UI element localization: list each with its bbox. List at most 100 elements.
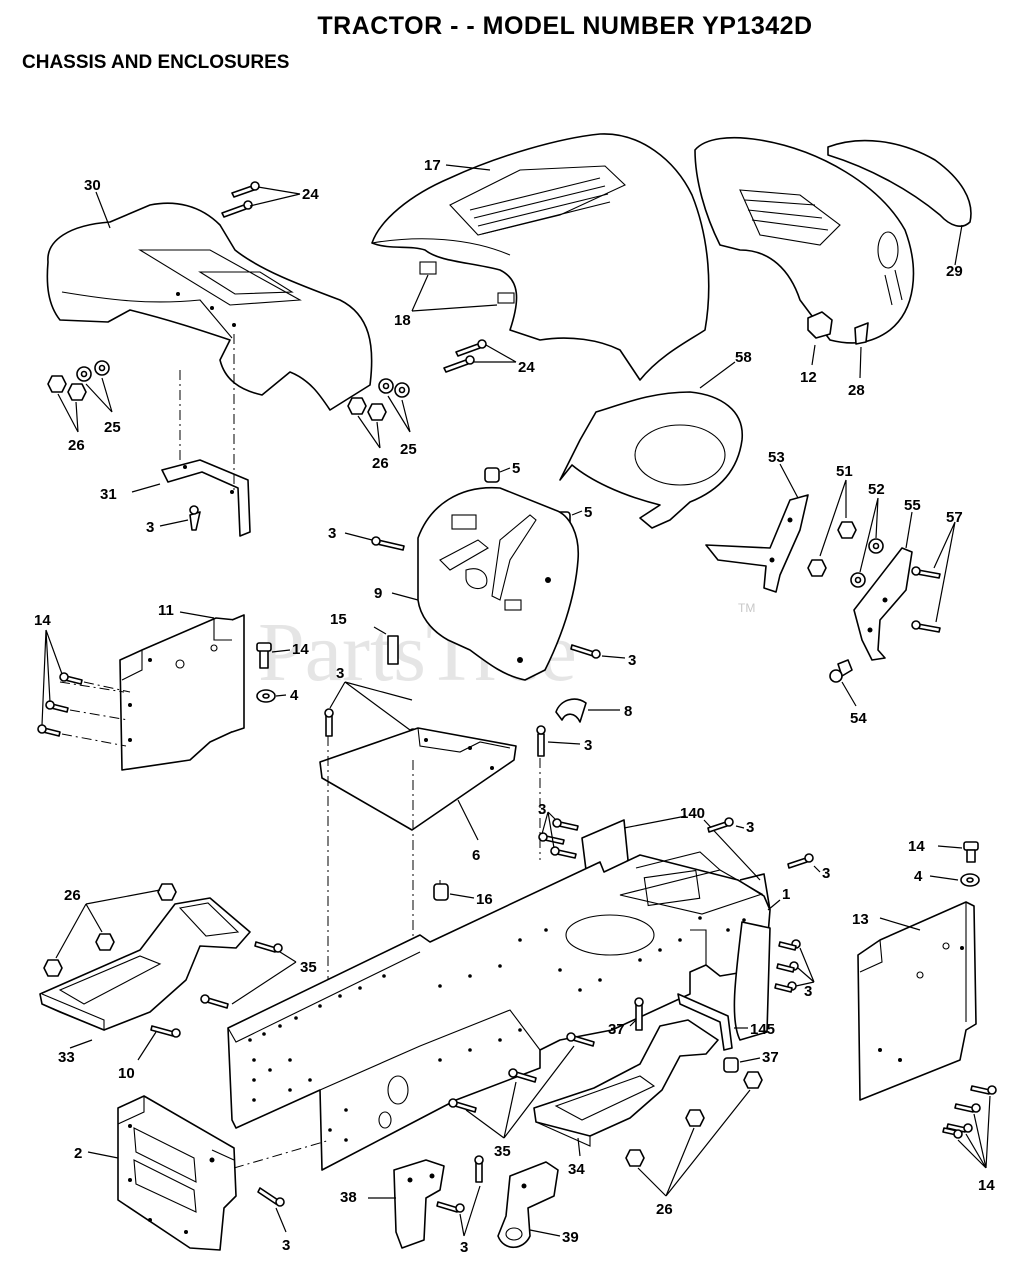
washer-4-panel	[256, 689, 276, 703]
bolt-10-part	[150, 1025, 181, 1038]
callout-29: 29	[946, 263, 963, 280]
nut-16-part	[433, 883, 449, 901]
callout-35-left: 35	[300, 959, 317, 976]
bolt-24-top	[221, 181, 260, 218]
bolt-3-top-right	[707, 817, 734, 833]
callout-3-dash-left: 3	[328, 525, 336, 542]
callout-26-left-lower: 26	[64, 887, 81, 904]
callout-17: 17	[424, 157, 441, 174]
bracket-55-part	[853, 547, 913, 661]
bracket-53-part	[705, 494, 809, 593]
bolt-37-top	[634, 997, 644, 1031]
main-frame-part	[227, 851, 771, 1171]
nuts-washers-mid	[347, 378, 410, 421]
bolt-14-panel	[256, 642, 272, 669]
bolts-57	[911, 566, 941, 633]
bolts-14-left	[37, 672, 83, 737]
footrest-34-part	[533, 1019, 719, 1147]
callout-25-mid: 25	[400, 441, 417, 458]
section-subtitle: CHASSIS AND ENCLOSURES	[22, 52, 290, 73]
callout-16: 16	[476, 891, 493, 908]
callout-26-right: 26	[656, 1201, 673, 1218]
bracket-38-part	[393, 1159, 445, 1249]
bolts-3-right-cluster	[733, 921, 801, 1041]
callout-5-top: 5	[512, 460, 520, 477]
bushing-5-top	[484, 467, 500, 483]
nut-37-bottom	[723, 1057, 739, 1073]
bracket-31-part	[161, 459, 251, 537]
bolts-3-140	[538, 818, 579, 859]
callout-15: 15	[330, 611, 347, 628]
washers-52	[850, 538, 884, 588]
callout-37-top: 37	[608, 1021, 625, 1038]
clip-15-part	[387, 635, 399, 665]
callout-140: 140	[680, 805, 705, 822]
rear-fender-part	[46, 202, 373, 411]
callout-35-bottom: 35	[494, 1143, 511, 1160]
callout-34: 34	[568, 1161, 585, 1178]
callout-8: 8	[624, 703, 632, 720]
callout-14-left: 14	[34, 612, 51, 629]
callout-9: 9	[374, 585, 382, 602]
bolts-35-bottom	[448, 1032, 595, 1113]
clip-12-part	[807, 311, 833, 339]
hood-part	[371, 133, 710, 381]
bolt-54-part	[829, 659, 853, 683]
bolt-14-right-top	[963, 841, 979, 863]
clamp-8-part	[555, 698, 587, 723]
callout-53: 53	[768, 449, 785, 466]
callout-18: 18	[394, 312, 411, 329]
nuts-26-right	[625, 1071, 763, 1167]
callout-28: 28	[848, 382, 865, 399]
side-panel-13-part	[857, 901, 977, 1101]
grille-housing-part	[694, 136, 915, 344]
callout-26-left: 26	[68, 437, 85, 454]
panel-58-part	[559, 391, 743, 529]
callout-26-mid: 26	[372, 455, 389, 472]
callout-6: 6	[472, 847, 480, 864]
nuts-washers-left	[47, 360, 110, 401]
callout-4-panel: 4	[290, 687, 299, 704]
plate-6-part	[319, 727, 517, 831]
washer-4-right	[960, 873, 980, 887]
callout-3-single: 3	[584, 737, 592, 754]
callout-37-bottom: 37	[762, 1049, 779, 1066]
callout-3-dash-right: 3	[628, 652, 636, 669]
callout-13: 13	[852, 911, 869, 928]
bolts-3-bottom-pair	[436, 1155, 484, 1213]
callout-3-trio: 3	[336, 665, 344, 682]
bolts-35-left	[200, 941, 283, 1009]
callout-3-right: 3	[822, 865, 830, 882]
callout-3-bracket: 3	[146, 519, 154, 536]
callout-39: 39	[562, 1229, 579, 1246]
callout-24-top: 24	[302, 186, 319, 203]
diagram-title: TRACTOR - - MODEL NUMBER YP1342D	[317, 12, 813, 40]
side-panel-11-part	[119, 614, 245, 771]
footrest-33-part	[39, 897, 251, 1031]
bolts-14-right-bottom	[942, 1085, 997, 1139]
callout-145: 145	[750, 1021, 775, 1038]
bracket-145-part	[677, 993, 733, 1051]
bolt-3-bracket	[189, 505, 201, 531]
callout-54: 54	[850, 710, 867, 727]
nuts-26-left	[43, 883, 177, 977]
bolt-3-single	[536, 725, 546, 757]
callout-4-right: 4	[914, 868, 923, 885]
callout-3-right-cluster: 3	[804, 983, 812, 1000]
callout-30: 30	[84, 177, 101, 194]
callout-5-right: 5	[584, 504, 592, 521]
bolt-24-lower	[443, 339, 487, 373]
bolt-3-dash-left	[371, 536, 405, 551]
callout-33: 33	[58, 1049, 75, 1066]
latch-28-part	[854, 322, 869, 345]
callout-52: 52	[868, 481, 885, 498]
callout-14-right-top: 14	[908, 838, 925, 855]
callout-10: 10	[118, 1065, 135, 1082]
callout-38: 38	[340, 1189, 357, 1206]
watermark-trademark: TM	[738, 601, 755, 615]
callout-3-bottom-pair: 3	[460, 1239, 468, 1256]
callout-31: 31	[100, 486, 117, 503]
bolt-3-dash-right	[570, 644, 601, 659]
callout-25-left: 25	[104, 419, 121, 436]
